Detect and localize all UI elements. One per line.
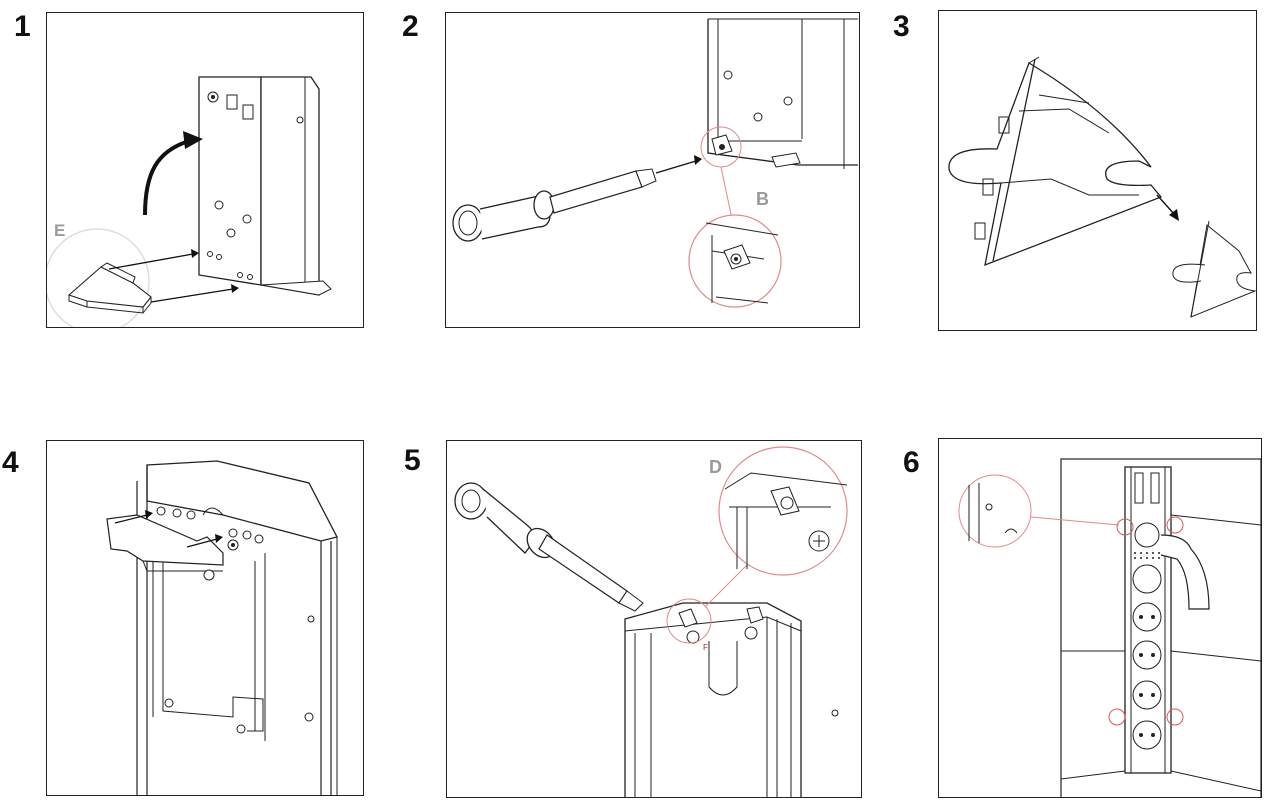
step-number-4: 4	[2, 446, 19, 479]
step-1-panel: E	[46, 12, 364, 328]
step-2-illustration	[452, 18, 858, 308]
callout-label-b: B	[756, 189, 769, 209]
step-3-illustration	[948, 56, 1256, 318]
step-6-illustration	[958, 458, 1261, 797]
callout-label-d: D	[709, 457, 722, 477]
step-2-panel: B	[445, 12, 860, 328]
callout-label-e: E	[54, 221, 66, 240]
step-5-illustration	[454, 446, 848, 797]
step-number-2: 2	[402, 10, 419, 43]
step-number-5: 5	[404, 444, 421, 477]
step-4-illustration	[106, 460, 338, 795]
small-mark-f: F	[703, 643, 708, 652]
step-number-1: 1	[14, 10, 31, 43]
step-6-panel	[938, 438, 1262, 798]
step-number-3: 3	[893, 10, 910, 43]
step-4-panel	[46, 440, 364, 796]
step-5-panel: D F	[446, 440, 862, 798]
step-number-6: 6	[903, 446, 920, 479]
step-3-panel	[938, 10, 1257, 331]
step-1-illustration	[47, 76, 332, 327]
